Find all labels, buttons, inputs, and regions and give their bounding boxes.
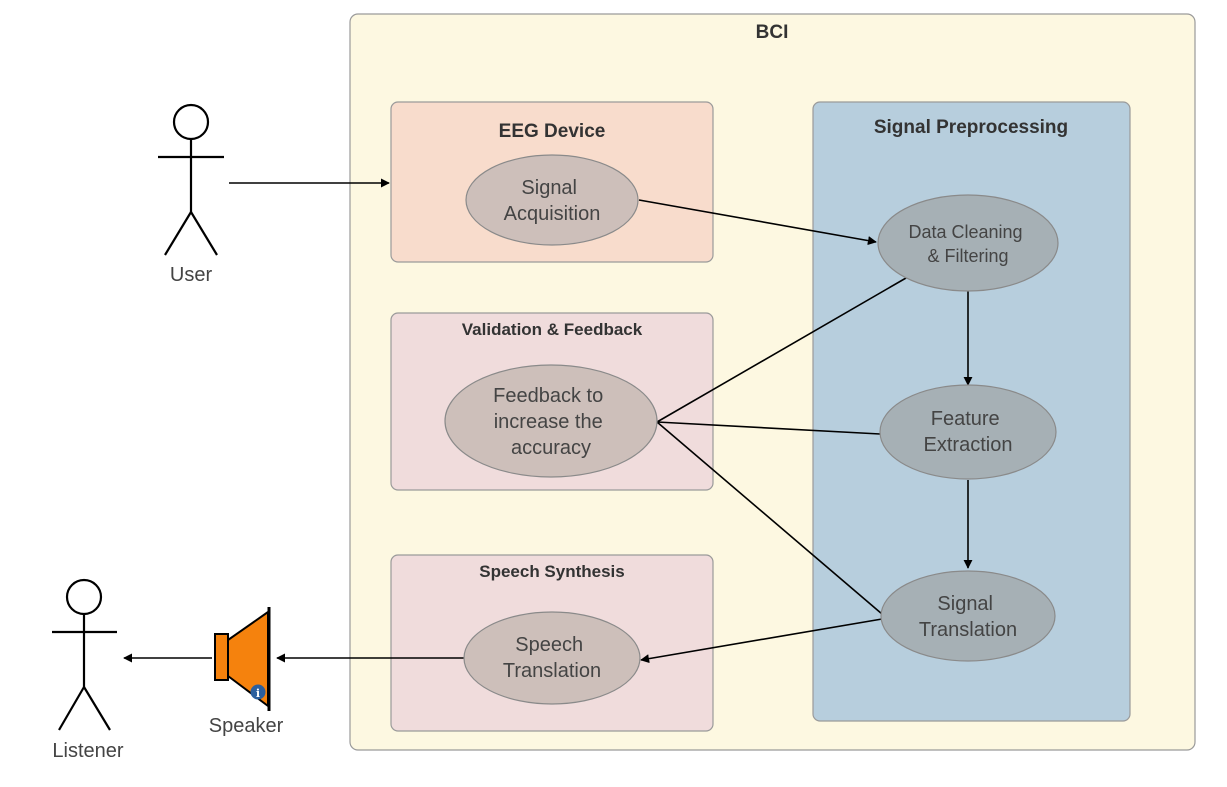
usecase-label-line: Translation: [503, 660, 601, 682]
usecase-signal-translation: Signal Translation: [880, 570, 1056, 662]
svg-text:Data Cleaning & Filterin: Data Cleaning & Filtering: [908, 222, 1027, 266]
speaker-label: Speaker: [209, 715, 284, 737]
info-badge-icon: [250, 684, 266, 700]
usecase-label-line: Speech: [515, 634, 583, 656]
svg-text:Feature Extraction: Feature Extraction: [924, 408, 1013, 456]
listener-head-icon: [65, 578, 103, 616]
svg-text:Speech Translation: Speech Translation: [503, 634, 601, 682]
usecase-data-cleaning: Data Cleaning & Filtering: [877, 194, 1059, 292]
usecase-signal-acquisition: Signal Acquisition: [465, 154, 639, 246]
usecase-feedback: Feedback to increase the accuracy: [444, 364, 658, 478]
line-feedback-to-feature: [656, 421, 881, 435]
usecase-label-line: Extraction: [924, 434, 1013, 456]
usecase-label-line: increase the: [494, 411, 603, 433]
bci-title: BCI: [756, 22, 789, 43]
svg-text:Signal Translation: Signal Translation: [919, 593, 1017, 641]
line-feedback-to-cleaning: [656, 277, 907, 423]
usecase-label-line: Signal: [937, 593, 993, 615]
usecase-label-line: & Filtering: [927, 246, 1008, 266]
usecase-label-line: Acquisition: [504, 203, 601, 225]
user-label: User: [170, 264, 213, 286]
svg-text:i: i: [256, 687, 260, 700]
arrow-acquisition-to-cleaning: [638, 199, 877, 246]
signal-preprocessing-title: Signal Preprocessing: [874, 117, 1068, 138]
speaker-icon: i: [214, 607, 271, 711]
user-head-icon: [172, 103, 210, 141]
usecase-feature-extraction: Feature Extraction: [879, 384, 1057, 480]
usecase-label-line: Feedback to: [493, 385, 603, 407]
speech-synthesis-title: Speech Synthesis: [479, 562, 625, 581]
usecase-label-line: accuracy: [511, 437, 591, 459]
line-feedback-to-translation: [656, 421, 883, 615]
usecase-label-line: Feature: [931, 408, 1000, 430]
arrow-translation-to-speech: [640, 618, 883, 664]
listener-label: Listener: [52, 740, 123, 762]
user-actor: [158, 103, 224, 256]
usecase-label-line: Translation: [919, 619, 1017, 641]
svg-text:Feedback to increase the: Feedback to increase the accuracy: [493, 385, 609, 459]
eeg-device-title: EEG Device: [499, 121, 606, 142]
connectors: [123, 178, 973, 664]
usecase-label-line: Data Cleaning: [908, 222, 1022, 242]
usecase-label-line: Signal: [521, 177, 577, 199]
listener-actor: [52, 578, 117, 731]
validation-feedback-title: Validation & Feedback: [462, 320, 643, 339]
svg-text:Signal Acquisition: Signal Acquisition: [504, 177, 601, 225]
usecase-speech-translation: Speech Translation: [463, 611, 641, 705]
